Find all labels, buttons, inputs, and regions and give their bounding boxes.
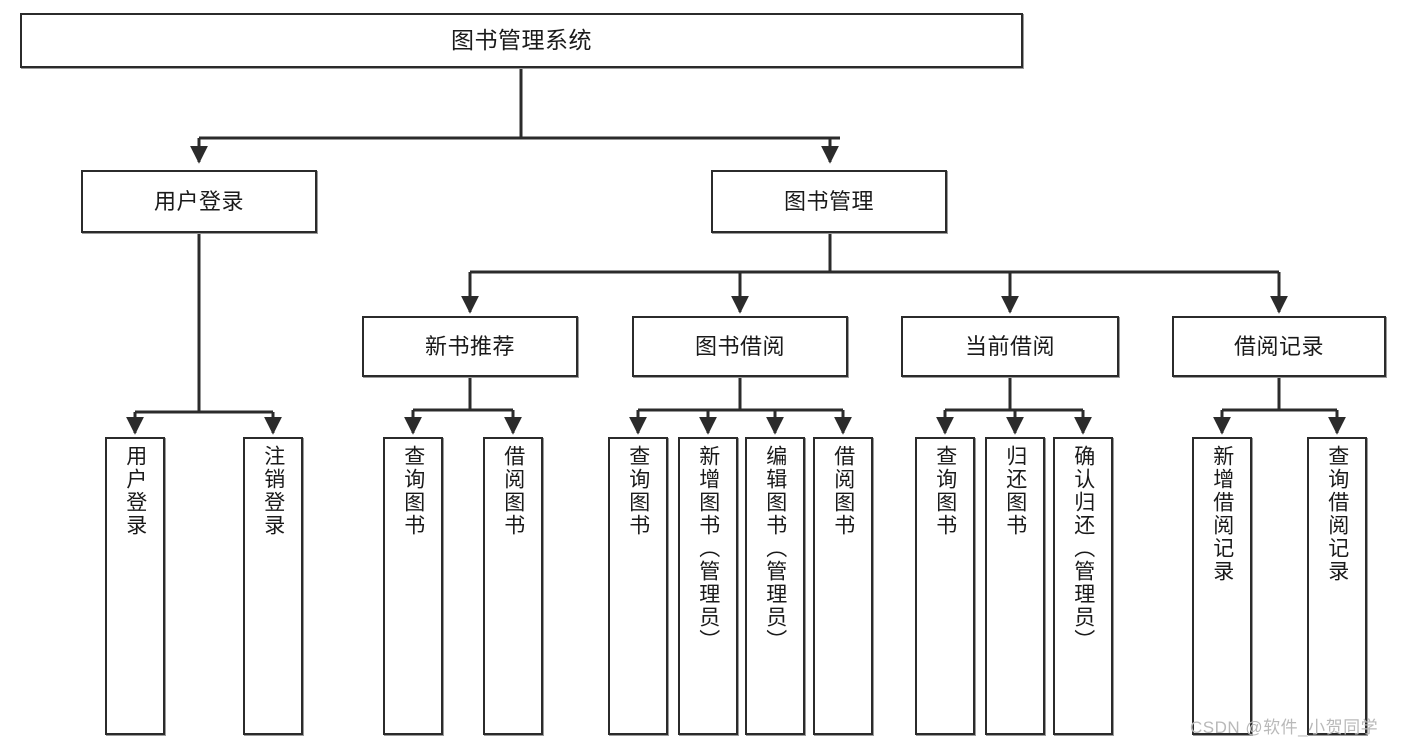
node-book-manage[interactable]: 图书管理 xyxy=(711,170,947,233)
node-label: 新增图书（管理员） xyxy=(696,445,720,652)
node-label: 图书管理 xyxy=(783,188,874,214)
node-label: 编辑图书（管理员） xyxy=(763,445,787,652)
leaf-confirm-return[interactable]: 确认归还（管理员） xyxy=(1053,437,1113,735)
leaf-add-book[interactable]: 新增图书（管理员） xyxy=(678,437,738,735)
node-root-system[interactable]: 图书管理系统 xyxy=(20,13,1023,68)
node-borrow-record[interactable]: 借阅记录 xyxy=(1172,316,1386,377)
leaf-query-book-borrow[interactable]: 查询图书 xyxy=(608,437,668,735)
leaf-edit-book[interactable]: 编辑图书（管理员） xyxy=(745,437,805,735)
node-label: 用户登录 xyxy=(123,445,147,537)
leaf-return-book[interactable]: 归还图书 xyxy=(985,437,1045,735)
node-label: 查询图书 xyxy=(626,445,650,537)
leaf-query-book-current[interactable]: 查询图书 xyxy=(915,437,975,735)
leaf-add-borrow-record[interactable]: 新增借阅记录 xyxy=(1192,437,1252,735)
node-label: 借阅图书 xyxy=(501,445,525,537)
node-book-borrow[interactable]: 图书借阅 xyxy=(632,316,848,377)
node-label: 查询图书 xyxy=(401,445,425,537)
node-label: 图书借阅 xyxy=(694,333,785,359)
node-label: 新增借阅记录 xyxy=(1210,445,1234,583)
node-label: 注销登录 xyxy=(261,445,285,537)
node-new-book-recommend[interactable]: 新书推荐 xyxy=(362,316,578,377)
node-label: 图书管理系统 xyxy=(451,26,592,53)
node-current-borrow[interactable]: 当前借阅 xyxy=(901,316,1119,377)
node-label: 查询借阅记录 xyxy=(1325,445,1349,583)
node-user-login[interactable]: 用户登录 xyxy=(81,170,317,233)
leaf-query-book-recommend[interactable]: 查询图书 xyxy=(383,437,443,735)
csdn-watermark: CSDN @软件_小贺同学 xyxy=(1190,718,1379,737)
node-label: 当前借阅 xyxy=(964,333,1055,359)
node-label: 新书推荐 xyxy=(424,333,515,359)
leaf-borrow-book-recommend[interactable]: 借阅图书 xyxy=(483,437,543,735)
leaf-borrow-book[interactable]: 借阅图书 xyxy=(813,437,873,735)
node-label: 用户登录 xyxy=(153,188,244,214)
node-label: 借阅图书 xyxy=(831,445,855,537)
node-label: 归还图书 xyxy=(1003,445,1027,537)
node-label: 查询图书 xyxy=(933,445,957,537)
leaf-query-borrow-record[interactable]: 查询借阅记录 xyxy=(1307,437,1367,735)
leaf-user-logout[interactable]: 注销登录 xyxy=(243,437,303,735)
node-label: 确认归还（管理员） xyxy=(1071,445,1095,652)
node-label: 借阅记录 xyxy=(1233,333,1324,359)
leaf-user-login[interactable]: 用户登录 xyxy=(105,437,165,735)
